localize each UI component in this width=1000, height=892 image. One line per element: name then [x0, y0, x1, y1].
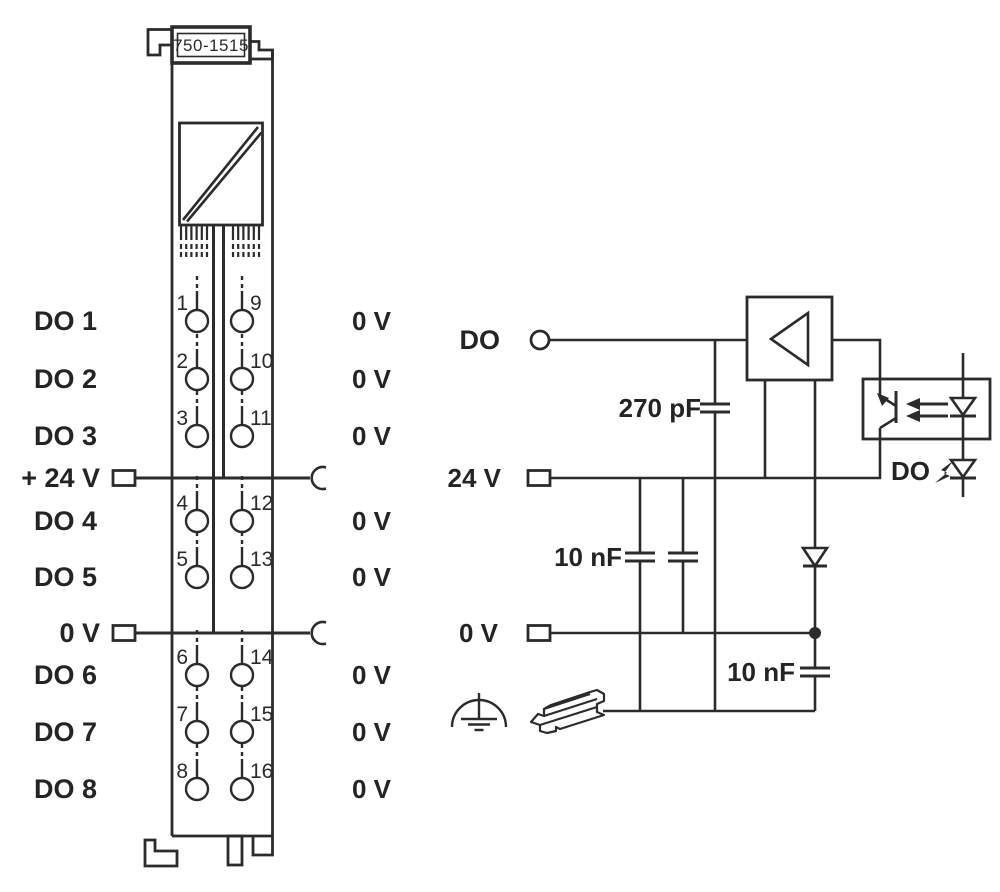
zerov-rail: [111, 620, 327, 646]
power-jumper-contact-icon: [310, 465, 327, 491]
din-rail-icon: [529, 688, 606, 735]
bottom-left-foot: [143, 838, 179, 868]
cap-10nf-2: [668, 478, 698, 633]
ov-label: 0 V: [352, 774, 392, 804]
channel-label: DO 7: [34, 717, 97, 747]
lightning-icon: [935, 461, 953, 483]
terminal-3: [184, 389, 210, 449]
optocoupler-box: [861, 353, 992, 460]
cap-10nf-3: 10 nF: [727, 633, 830, 711]
power-label-0v: 0 V: [59, 618, 100, 648]
ov-label: 0 V: [352, 506, 392, 536]
terminal-number: 5: [176, 548, 188, 571]
led-icon: [948, 396, 978, 418]
amplifier-triangle-icon: [768, 310, 810, 368]
cap-10nf2-label: 10 nF: [727, 657, 795, 687]
channel-label: DO 5: [34, 562, 97, 592]
terminal-number: 3: [176, 407, 188, 430]
ov-label: 0 V: [352, 562, 392, 592]
24v-terminal-square: [526, 469, 552, 487]
0v-terminal-square: [526, 624, 552, 642]
top-latch: [146, 28, 174, 57]
terminal-numbers: 1 9 2 10 3 11 4 12 5 13 6 14 7 15 8 16: [176, 292, 273, 783]
ov-label: 0 V: [352, 717, 392, 747]
terminal-number: 14: [250, 646, 274, 669]
earth-ground-icon: [450, 693, 508, 732]
diode-icon: [800, 546, 830, 569]
cap-270pf-label: 270 pF: [619, 393, 701, 423]
cap-10nf-label: 10 nF: [554, 542, 622, 572]
electronics-box: [178, 121, 264, 227]
led-icon: [948, 458, 978, 480]
terminal-number: 2: [176, 350, 188, 373]
0v-label: 0 V: [459, 618, 499, 648]
ov-label: 0 V: [352, 364, 392, 394]
terminal-number: 10: [250, 350, 273, 373]
terminal-2: [184, 332, 210, 392]
io-module: 750-1515: [21, 25, 392, 868]
do-input-label: DO: [460, 325, 501, 355]
bus-pins: [179, 223, 261, 259]
phototransistor: [877, 379, 898, 439]
transistor-arrow: [877, 393, 889, 406]
terminal-number: 7: [176, 703, 188, 726]
channel-label: DO 6: [34, 660, 97, 690]
24v-terminal-square: [111, 469, 137, 487]
terminal-number: 1: [176, 292, 188, 315]
channel-schematic: DO 270 pF 24 V 10: [448, 295, 992, 735]
terminal-number: 16: [250, 760, 273, 783]
ov-label: 0 V: [352, 306, 392, 336]
module-label-box: 750-1515: [170, 25, 252, 65]
ov-label: 0 V: [352, 421, 392, 451]
channel-labels: DO 1 DO 2 DO 3 DO 4 DO 5 DO 6 DO 7 DO 8 …: [21, 306, 100, 804]
terminal-number: 13: [250, 548, 273, 571]
cap-270pf: 270 pF: [619, 340, 730, 711]
terminal-number: 11: [250, 407, 272, 430]
do-led-label: DO: [891, 456, 930, 486]
plus24v-rail: [111, 465, 327, 491]
part-number: 750-1515: [173, 36, 249, 55]
bottom-middle-foot: [226, 834, 244, 867]
terminal-5: [184, 530, 210, 590]
amplifier-box: [745, 295, 834, 478]
schematic-24v-rail: 24 V: [448, 439, 882, 493]
terminal-number: 12: [250, 492, 273, 515]
light-arrows-icon: [906, 398, 948, 422]
terminal-4: [184, 474, 210, 534]
schematic-0v-rail: 0 V: [459, 618, 821, 648]
terminal-number: 9: [250, 292, 262, 315]
opto-led: [948, 353, 978, 460]
terminal-7: [184, 685, 210, 745]
right-0v-labels: 0 V 0 V 0 V 0 V 0 V 0 V 0 V 0 V: [352, 306, 392, 804]
suppressor-diode: [800, 380, 830, 633]
terminal-number: 6: [176, 646, 188, 669]
channel-label: DO 3: [34, 421, 97, 451]
channel-label: DO 2: [34, 364, 97, 394]
do-terminal-circle: [529, 329, 551, 351]
bottom-right-foot: [251, 836, 274, 857]
cap-10nf-1: 10 nF: [554, 478, 655, 711]
channel-label: DO 1: [34, 306, 97, 336]
do-status-led: DO: [891, 456, 978, 497]
ov-label: 0 V: [352, 660, 392, 690]
terminal-8: [184, 742, 210, 802]
terminal-6: [184, 628, 210, 688]
0v-terminal-square: [111, 624, 137, 642]
terminal-1: [184, 274, 210, 334]
channel-label: DO 4: [34, 506, 97, 536]
channel-label: DO 8: [34, 774, 97, 804]
power-label-24v: + 24 V: [21, 463, 100, 493]
terminal-number: 15: [250, 703, 273, 726]
amp-output-wire: [832, 338, 882, 379]
terminals: [184, 274, 255, 802]
terminal-number: 8: [176, 760, 188, 783]
terminal-number: 4: [176, 492, 188, 515]
top-right-step: [250, 40, 274, 61]
24v-label: 24 V: [448, 463, 502, 493]
power-jumper-contact-icon: [310, 620, 327, 646]
module-outline: [143, 28, 274, 868]
internal-power-bus: [212, 225, 225, 633]
